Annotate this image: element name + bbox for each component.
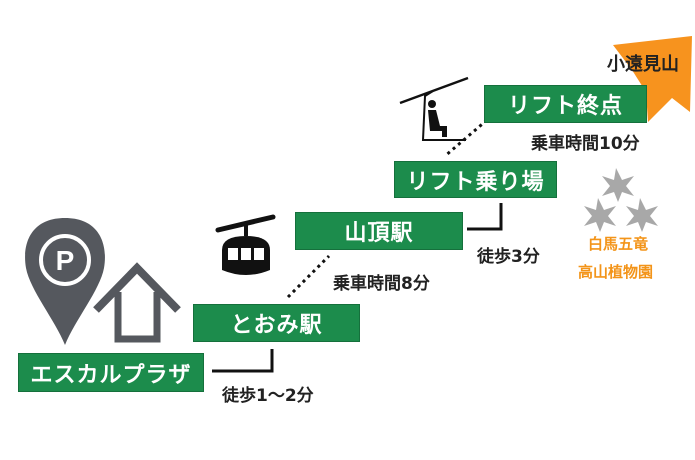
house-icon bbox=[93, 262, 181, 343]
summit-arrow-icon bbox=[613, 36, 692, 122]
walk-connector-1 bbox=[212, 349, 274, 373]
walk-time-1: 徒歩1〜2分 bbox=[222, 386, 314, 406]
summit-label: 小遠見山 bbox=[607, 54, 679, 75]
walk-time-2: 徒歩3分 bbox=[477, 247, 540, 267]
gondola-icon bbox=[215, 214, 276, 275]
svg-text:P: P bbox=[56, 245, 75, 276]
lift-ride-time: 乗車時間10分 bbox=[531, 134, 640, 154]
garden-label-line2: 高山植物園 bbox=[578, 263, 654, 281]
station-toomi: とおみ駅 bbox=[193, 304, 360, 342]
station-lift-start: リフト乗り場 bbox=[394, 161, 557, 198]
lift-dotted-line bbox=[444, 118, 488, 158]
walk-connector-2 bbox=[467, 203, 503, 231]
chairlift-icon bbox=[399, 76, 469, 141]
gondola-dotted-line bbox=[286, 254, 331, 299]
station-escal-plaza: エスカルプラザ bbox=[18, 353, 204, 392]
gondola-ride-time: 乗車時間8分 bbox=[333, 274, 430, 294]
station-lift-end: リフト終点 bbox=[484, 85, 647, 123]
parking-pin-icon: P bbox=[25, 218, 105, 345]
station-sancho: 山頂駅 bbox=[295, 212, 463, 250]
garden-label-line1: 白馬五竜 bbox=[588, 235, 649, 253]
lily-flowers-icon bbox=[584, 168, 658, 232]
